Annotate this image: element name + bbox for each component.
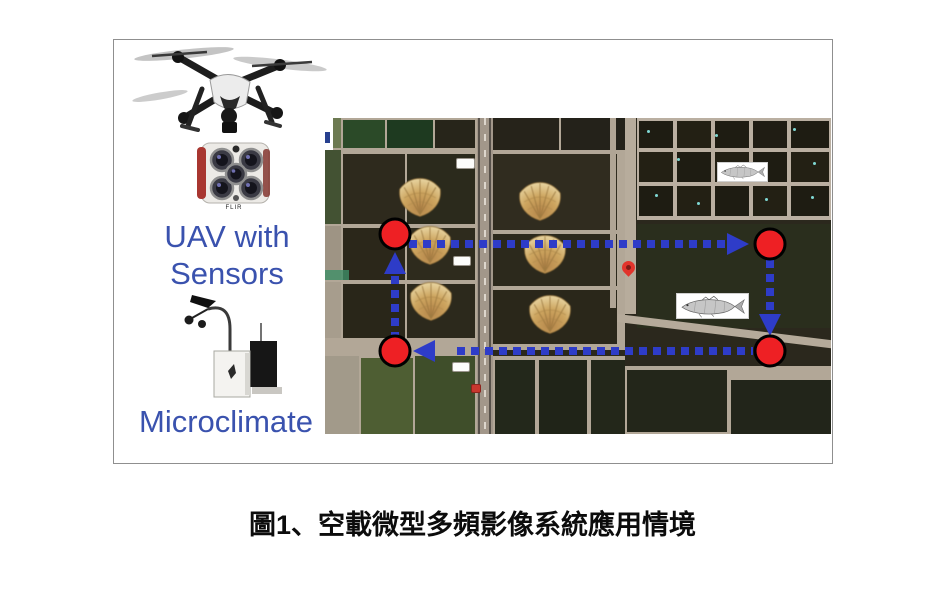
fish-icon [678,295,747,318]
arrowhead-down-icon [759,314,781,336]
uav-label-line2: Sensors [170,256,284,291]
aerator-dot [677,158,680,161]
road-sign-red [471,384,481,393]
clam-marker [518,232,572,276]
arrowhead-left-icon [413,340,435,362]
aerator-dot [793,128,796,131]
highway-stripe [478,118,480,434]
pond [435,120,475,148]
pond [753,186,787,216]
pond [753,121,787,148]
clam-marker [523,292,577,336]
multispectral-camera-image [195,141,275,207]
waypoint-bottom-right [753,334,787,368]
pond [325,150,341,224]
road-sign [456,158,475,169]
clam-marker [393,175,447,219]
clam-marker [513,179,567,223]
flight-path-bottom [457,347,753,355]
algae-patch [325,270,349,280]
waypoint-bottom-left [378,334,412,368]
highway-stripe [489,118,491,434]
aerator-dot [813,162,816,165]
camera-brand-label: FLIR [225,205,243,211]
satellite-map [325,118,831,434]
uav-label-line1: UAV with [164,219,290,254]
shore [325,356,359,434]
pond [387,120,433,148]
aerator-dot [655,194,658,197]
fish-marker [717,162,768,182]
pond [539,360,587,434]
fish-marker [676,293,749,319]
road [625,118,636,314]
pond [715,121,749,148]
fish-icon [719,164,766,180]
microclimate-label: Microclimate [139,404,313,439]
arrowhead-right-icon [727,233,749,255]
pond [343,120,385,148]
waypoint-top-left [378,217,412,251]
aerator-dot [697,202,700,205]
pond [791,186,829,216]
pond [791,152,829,182]
pond [639,186,673,216]
pond [591,360,625,434]
aerator-dot [811,196,814,199]
road-sign [453,256,471,266]
shore [325,282,341,338]
pond [343,154,405,224]
clam-marker [404,279,458,323]
flight-path-right [766,260,774,312]
pond [639,121,673,148]
flight-path-left [391,276,399,340]
highway-centerline [484,118,486,434]
uav-drone-image [132,34,328,146]
highway [477,118,493,434]
pond [677,186,711,216]
field [361,358,413,434]
pond [715,186,749,216]
pond [677,121,711,148]
flight-path-top [409,240,727,248]
pond [791,121,829,148]
aerator-dot [715,134,718,137]
mosaic-edge-chip [325,132,330,143]
shore [325,226,341,280]
microclimate-station-image [166,287,288,401]
aerator-dot [765,198,768,201]
pond [639,152,673,182]
arrowhead-up-icon [384,252,406,274]
aerator-dot [647,130,650,133]
road [610,118,616,308]
pond [495,360,535,434]
figure-caption: 圖1、空載微型多頻影像系統應用情境 [248,510,696,540]
uav-with-sensors-label: UAV with Sensors [118,218,336,292]
pond [731,380,831,434]
pond [677,152,711,182]
road-sign [452,362,470,372]
waypoint-top-right [753,227,787,261]
pond [627,370,727,432]
figure-panel: FLIR UAV with Sensors Microclimate [113,39,833,464]
pond [493,118,559,150]
